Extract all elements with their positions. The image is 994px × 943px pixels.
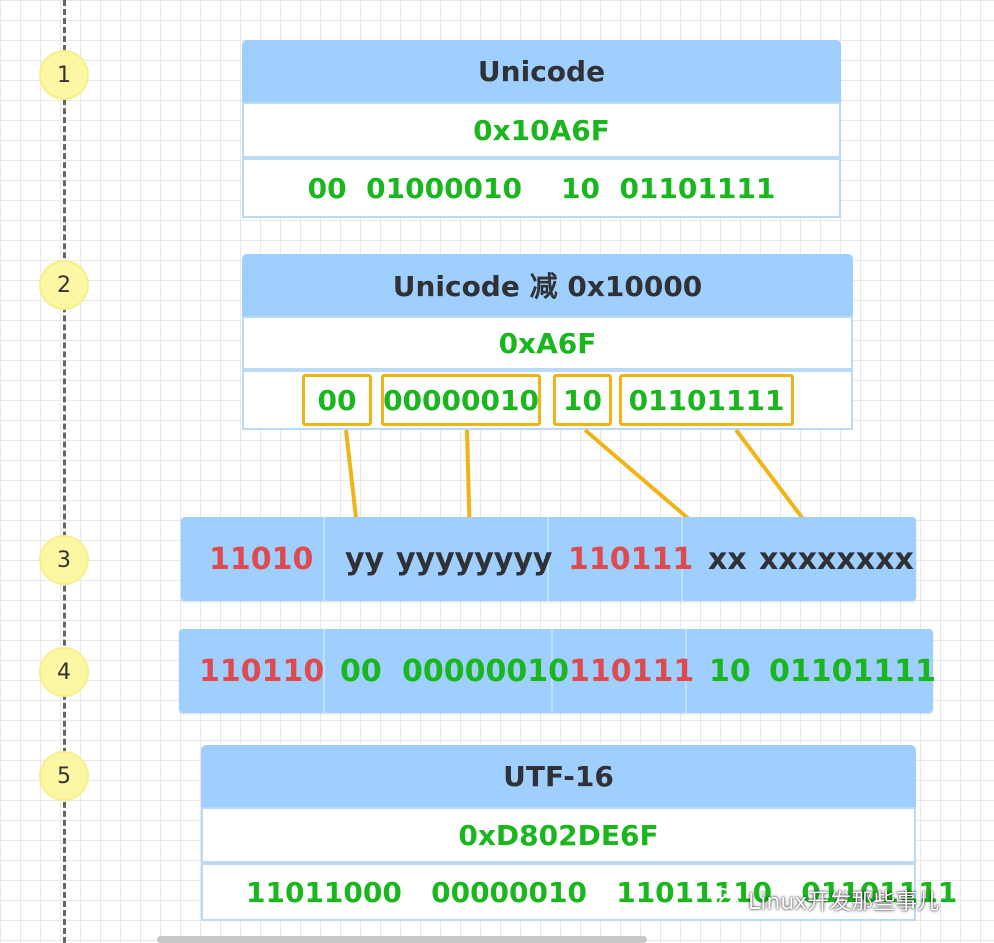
segment-yyyyyyyy-highlight: 00000010 bbox=[381, 374, 541, 426]
utf16-hex-value: 0xD802DE6F bbox=[201, 807, 916, 863]
unicode-header: Unicode bbox=[242, 40, 841, 102]
watermark-text: Linux开发那些事儿 bbox=[748, 890, 940, 915]
high-yy-placeholder: yy bbox=[345, 541, 385, 577]
segment-yy-highlight: 00 bbox=[302, 374, 372, 426]
subtracted-hex-value: 0xA6F bbox=[242, 316, 853, 370]
low-surrogate-prefix-filled: 110111 bbox=[569, 653, 695, 689]
subtracted-binary-row bbox=[242, 370, 853, 430]
step-5-badge: 5 bbox=[41, 753, 87, 799]
utf16-header: UTF-16 bbox=[201, 745, 916, 807]
wechat-watermark: Linux开发那些事儿 bbox=[710, 880, 980, 920]
segment-xx-highlight: 10 bbox=[553, 374, 612, 426]
step-2-badge: 2 bbox=[41, 262, 87, 308]
high-yyyyyyyy-filled: 00000010 bbox=[402, 653, 569, 689]
utf16-binary-value: 11011000 00000010 11011110 01101111 bbox=[201, 863, 957, 921]
high-surrogate-prefix: 11010 bbox=[209, 541, 314, 577]
surrogate-template-row: 11010 yy yyyyyyyy 110111 xx xxxxxxxx bbox=[181, 517, 916, 601]
timeline-dashed-line bbox=[63, 0, 66, 943]
unicode-binary-value: 00 01000010 10 01101111 bbox=[242, 158, 841, 218]
wechat-icon bbox=[711, 888, 739, 911]
low-surrogate-prefix: 110111 bbox=[568, 541, 694, 577]
low-xx-filled: 10 bbox=[709, 653, 751, 689]
low-xxxxxxxx-filled: 01101111 bbox=[769, 653, 936, 689]
segment-xxxxxxxx-highlight: 01101111 bbox=[619, 374, 794, 426]
high-surrogate-prefix-filled: 110110 bbox=[199, 653, 325, 689]
unicode-hex-value: 0x10A6F bbox=[242, 102, 841, 158]
surrogate-filled-row: 110110 00 00000010 110111 10 01101111 bbox=[179, 629, 936, 713]
step-4-badge: 4 bbox=[41, 649, 87, 695]
high-yy-filled: 00 bbox=[340, 653, 382, 689]
low-xxxxxxxx-placeholder: xxxxxxxx bbox=[759, 541, 914, 577]
low-xx-placeholder: xx bbox=[708, 541, 747, 577]
high-yyyyyyyy-placeholder: yyyyyyyy bbox=[396, 541, 553, 577]
step-1-badge: 1 bbox=[41, 52, 87, 98]
subtracted-header: Unicode 减 0x10000 bbox=[242, 254, 853, 316]
horizontal-scrollbar[interactable] bbox=[157, 936, 647, 943]
step-3-badge: 3 bbox=[41, 537, 87, 583]
